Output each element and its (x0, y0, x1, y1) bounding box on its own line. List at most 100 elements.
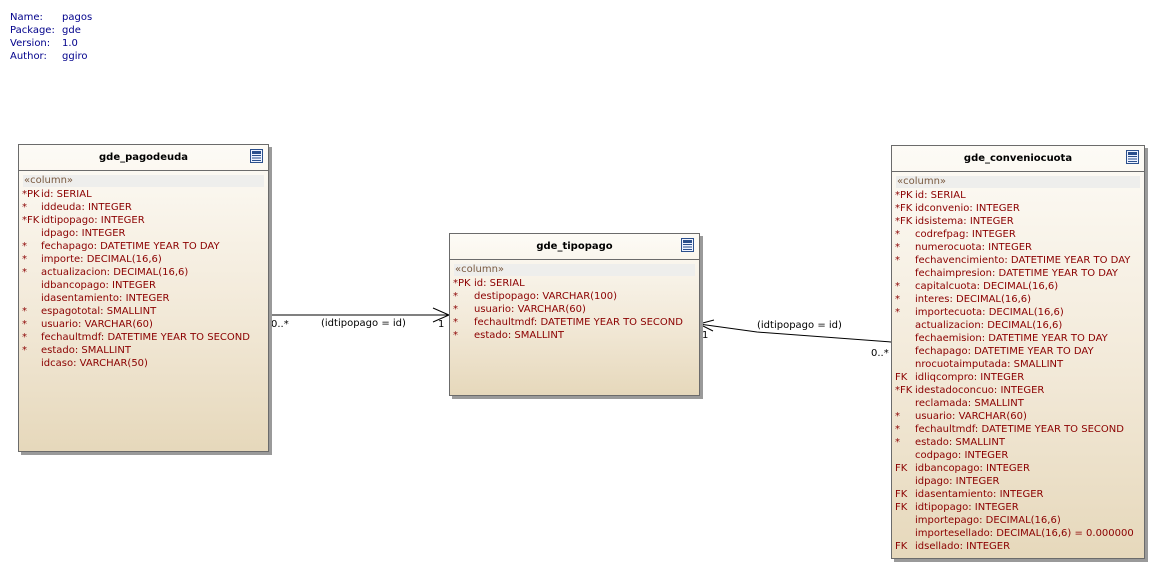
table-column[interactable]: *destipopago: VARCHAR(100) (450, 290, 699, 303)
diagram-properties: Name:pagos Package:gde Version:1.0 Autho… (10, 11, 92, 63)
column-key-marker: FK (895, 502, 908, 513)
column-key-marker: *PK (453, 278, 471, 289)
table-column[interactable]: * fechaultmdf: DATETIME YEAR TO SECOND (19, 331, 268, 344)
diagram-package: gde (62, 25, 81, 36)
package-label: Package: (10, 25, 55, 36)
column-key-marker: *PK (895, 190, 913, 201)
column-definition: id: SERIAL (474, 278, 525, 289)
column-stereotype: «column» (23, 175, 264, 187)
column-definition: fechapago: DATETIME YEAR TO DAY (915, 346, 1094, 357)
table-column[interactable]: idasentamiento: INTEGER (19, 292, 268, 305)
column-definition: estado: SMALLINT (41, 345, 131, 356)
table-column[interactable]: importepago: DECIMAL(16,6) (892, 514, 1144, 527)
connector-conveniocuota-tipopago[interactable] (698, 323, 892, 343)
table-column[interactable]: importesellado: DECIMAL(16,6) = 0.000000 (892, 527, 1144, 540)
column-definition: idtipopago: INTEGER (41, 215, 145, 226)
multiplicity-right-target: 1 (702, 330, 709, 341)
table-column[interactable]: *actualizacion: DECIMAL(16,6) (19, 266, 268, 279)
column-definition: fechaultmdf: DATETIME YEAR TO SECOND (915, 424, 1124, 435)
column-key-marker: * (453, 330, 458, 341)
table-column[interactable]: reclamada: SMALLINT (892, 397, 1144, 410)
column-key-marker: * (22, 202, 27, 213)
table-column[interactable]: fechapago: DATETIME YEAR TO DAY (892, 345, 1144, 358)
table-column[interactable]: FK idsellado: INTEGER (892, 540, 1144, 553)
column-definition: fechaultmdf: DATETIME YEAR TO SECOND (474, 317, 683, 328)
table-column[interactable]: *codrefpag: INTEGER (892, 228, 1144, 241)
table-icon (1126, 150, 1139, 164)
column-key-marker: * (895, 437, 900, 448)
column-definition: fechaultmdf: DATETIME YEAR TO SECOND (41, 332, 250, 343)
column-definition: fechapago: DATETIME YEAR TO DAY (41, 241, 220, 252)
table-column[interactable]: *fechapago: DATETIME YEAR TO DAY (19, 240, 268, 253)
column-definition: numerocuota: INTEGER (915, 242, 1033, 253)
table-title: gde_pagodeuda (99, 152, 188, 163)
table-column[interactable]: *usuario: VARCHAR(60) (450, 303, 699, 316)
table-column[interactable]: idbancopago: INTEGER (19, 279, 268, 292)
table-column[interactable]: idpago: INTEGER (892, 475, 1144, 488)
table-title: gde_conveniocuota (963, 153, 1073, 164)
column-key-marker: FK (895, 541, 908, 552)
table-column[interactable]: * estado: SMALLINT (19, 344, 268, 357)
table-column[interactable]: *estado: SMALLINT (450, 329, 699, 342)
table-column[interactable]: actualizacion: DECIMAL(16,6) (892, 319, 1144, 332)
table-column[interactable]: fechaemision: DATETIME YEAR TO DAY (892, 332, 1144, 345)
column-definition: iddeuda: INTEGER (41, 202, 132, 213)
column-key-marker: * (453, 291, 458, 302)
column-definition: fechavencimiento: DATETIME YEAR TO DAY (915, 255, 1131, 266)
diagram-name: pagos (62, 12, 93, 23)
table-column[interactable]: codpago: INTEGER (892, 449, 1144, 462)
column-definition: idsistema: INTEGER (915, 216, 1014, 227)
column-definition: idconvenio: INTEGER (915, 203, 1020, 214)
table-column[interactable]: nrocuotaimputada: SMALLINT (892, 358, 1144, 371)
table-column[interactable]: *fechavencimiento: DATETIME YEAR TO DAY (892, 254, 1144, 267)
column-definition: idsellado: INTEGER (915, 541, 1011, 552)
table-column[interactable]: *numerocuota: INTEGER (892, 241, 1144, 254)
column-definition: idliqcompro: INTEGER (915, 372, 1025, 383)
table-column[interactable]: *fechaultmdf: DATETIME YEAR TO SECOND (892, 423, 1144, 436)
column-key-marker: * (895, 229, 900, 240)
column-key-marker: *FK (22, 215, 40, 226)
table-column[interactable]: fechaimpresion: DATETIME YEAR TO DAY (892, 267, 1144, 280)
column-definition: importesellado: DECIMAL(16,6) = 0.000000 (915, 528, 1134, 539)
table-column[interactable]: idcaso: VARCHAR(50) (19, 357, 268, 370)
table-column[interactable]: *espagototal: SMALLINT (19, 305, 268, 318)
multiplicity-left-source: 0..* (271, 319, 289, 330)
column-definition: idbancopago: INTEGER (41, 280, 156, 291)
column-key-marker: FK (895, 463, 908, 474)
table-column[interactable]: *importe: DECIMAL(16,6) (19, 253, 268, 266)
multiplicity-left-target: 1 (438, 319, 445, 330)
table-column[interactable]: *usuario: VARCHAR(60) (19, 318, 268, 331)
name-label: Name: (10, 12, 43, 23)
column-key-marker: * (22, 332, 27, 343)
table-column[interactable]: * fechaultmdf: DATETIME YEAR TO SECOND (450, 316, 699, 329)
table-column[interactable]: *interes: DECIMAL(16,6) (892, 293, 1144, 306)
column-key-marker: * (22, 254, 27, 265)
column-key-marker: *PK (22, 189, 40, 200)
column-key-marker: * (22, 345, 27, 356)
table-column[interactable]: *capitalcuota: DECIMAL(16,6) (892, 280, 1144, 293)
column-definition: usuario: VARCHAR(60) (474, 304, 586, 315)
column-key-marker: * (895, 281, 900, 292)
column-key-marker: * (453, 317, 458, 328)
table-column[interactable]: *estado: SMALLINT (892, 436, 1144, 449)
table-column[interactable]: *usuario: VARCHAR(60) (892, 410, 1144, 423)
column-definition: nrocuotaimputada: SMALLINT (915, 359, 1064, 370)
table-column[interactable]: * iddeuda: INTEGER (19, 201, 268, 214)
table-column[interactable]: *importecuota: DECIMAL(16,6) (892, 306, 1144, 319)
table-column[interactable]: idpago: INTEGER (19, 227, 268, 240)
